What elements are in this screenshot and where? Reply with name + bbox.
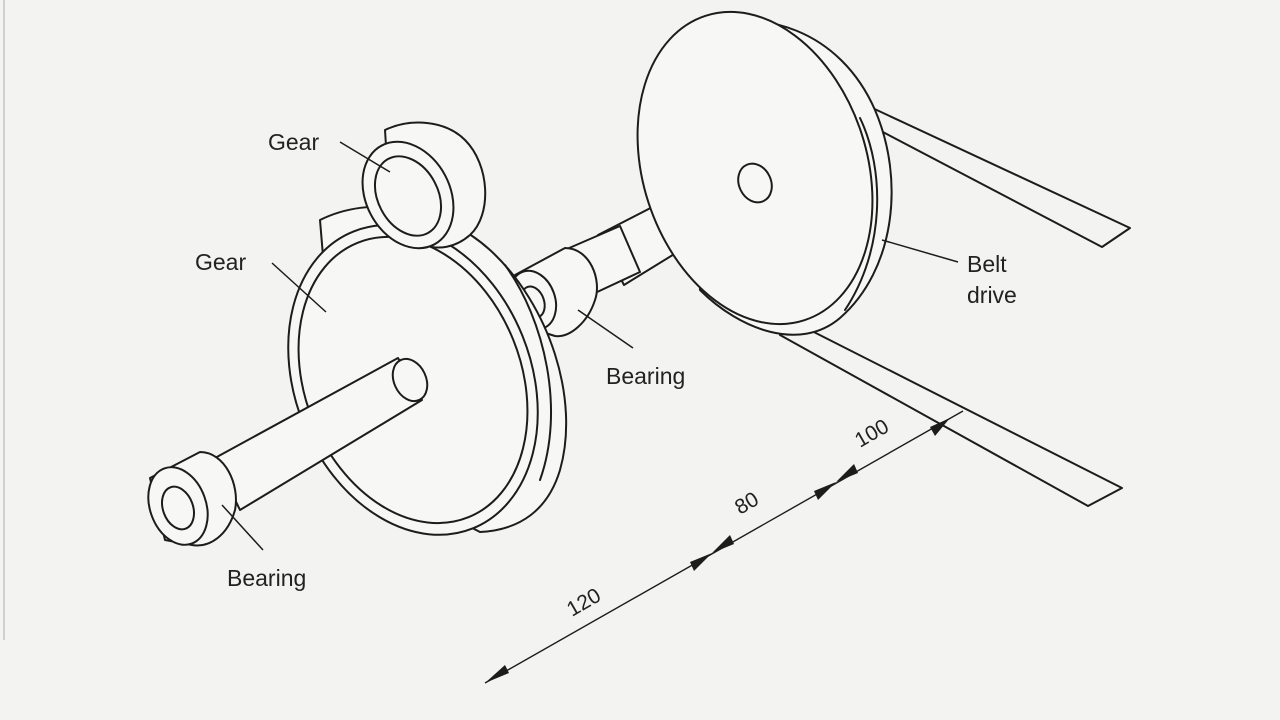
large-gear	[287, 205, 568, 536]
dim-arrow-start	[485, 665, 509, 683]
belt	[704, 29, 1131, 507]
label-bearing-middle: Bearing	[606, 363, 685, 389]
dimension-line	[484, 410, 964, 684]
dim-arrow-end	[930, 418, 950, 436]
leader-gear-large	[271, 262, 327, 313]
leader-bearing-end	[221, 504, 264, 551]
dim-label-80: 80	[731, 488, 763, 520]
label-bearing-end: Bearing	[227, 565, 306, 591]
dim-label-100: 100	[851, 415, 893, 452]
end-bearing	[147, 451, 237, 547]
dim-arrow-1b	[712, 535, 734, 553]
label-gear-small: Gear	[268, 129, 319, 155]
dim-label-120: 120	[563, 584, 605, 621]
label-belt-line1: Belt	[967, 251, 1007, 277]
dim-arrow-1a	[690, 553, 712, 571]
leader-gear-small	[339, 141, 391, 173]
leader-belt-drive	[881, 239, 959, 263]
small-gear	[361, 121, 487, 250]
leader-bearing-middle	[577, 309, 634, 349]
dim-arrow-2b	[836, 464, 858, 482]
dim-arrow-2a	[814, 482, 836, 500]
label-belt-line2: drive	[967, 282, 1017, 308]
shaft-left	[214, 357, 429, 511]
label-gear-large: Gear	[195, 249, 246, 275]
belt-drive-pulley	[636, 10, 893, 336]
